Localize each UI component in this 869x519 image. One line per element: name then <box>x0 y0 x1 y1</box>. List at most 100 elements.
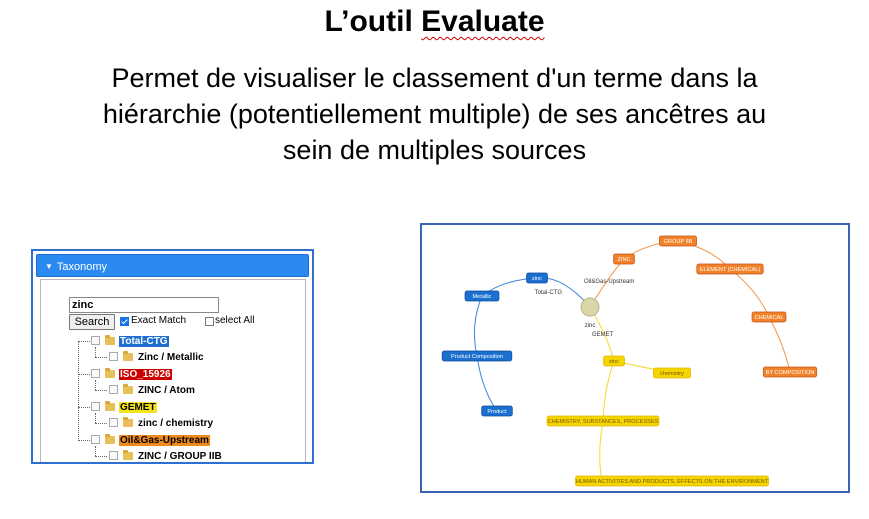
graph-node-label[interactable]: zinc <box>609 359 619 365</box>
folder-icon <box>105 335 115 345</box>
tree-root-label: Total-CTG <box>119 336 169 347</box>
tree-branch-line <box>78 440 90 441</box>
graph-node-label[interactable]: HUMAN ACTIVITIES AND PRODUCTS, EFFECTS O… <box>576 479 769 485</box>
node-checkbox[interactable] <box>109 352 118 361</box>
tree-root-node[interactable]: Oil&Gas-Upstream <box>91 434 210 447</box>
center-label[interactable]: GEMET <box>592 332 614 338</box>
tree-root-label: GEMET <box>119 402 157 413</box>
slide-subtitle: Permet de visualiser le classement d'un … <box>10 60 859 168</box>
center-label[interactable]: Total-CTG <box>535 290 563 296</box>
graph-node[interactable] <box>575 475 769 487</box>
tree-root-node[interactable]: Total-CTG <box>91 335 169 348</box>
node-checkbox[interactable] <box>109 385 118 394</box>
tree-child-branch-line <box>95 390 107 391</box>
node-checkbox[interactable] <box>91 402 100 411</box>
graph-node[interactable] <box>659 235 697 247</box>
tree-child-line <box>95 380 96 390</box>
search-input[interactable]: zinc <box>69 297 219 313</box>
graph-node[interactable] <box>751 311 787 323</box>
tree-child-branch-line <box>95 456 107 457</box>
tree-root-label: Oil&Gas-Upstream <box>119 435 210 446</box>
title-word: Evaluate <box>421 5 545 38</box>
taxonomy-header-label: Taxonomy <box>56 261 108 273</box>
node-checkbox[interactable] <box>109 418 118 427</box>
node-checkbox[interactable] <box>91 435 100 444</box>
exact-match-label: Exact Match <box>131 315 187 326</box>
graph-node[interactable] <box>696 263 764 275</box>
graph-node[interactable] <box>613 253 635 265</box>
graph-node[interactable] <box>464 290 500 302</box>
tree-branch-line <box>78 341 90 342</box>
graph-node[interactable] <box>441 350 513 362</box>
tree-child-node[interactable]: ZINC / Atom <box>109 384 196 397</box>
node-checkbox[interactable] <box>109 451 118 460</box>
subtitle-line-2: hiérarchie (potentiellement multiple) de… <box>102 99 767 129</box>
graph-node-label[interactable]: CHEMICAL <box>755 315 784 321</box>
tree-child-branch-line <box>95 357 107 358</box>
tree-box <box>40 279 306 462</box>
tree-child-label: ZINC / Atom <box>138 385 195 396</box>
select-all-checkbox[interactable] <box>205 317 214 326</box>
exact-match-checkbox[interactable] <box>120 317 129 326</box>
folder-icon <box>105 368 115 378</box>
node-checkbox[interactable] <box>91 336 100 345</box>
graph-node-label[interactable]: GROUP IIB <box>664 239 693 245</box>
graph-node-label[interactable]: Product Composition <box>451 354 503 360</box>
search-button[interactable]: Search <box>69 314 115 330</box>
tree-child-label: zinc / chemistry <box>138 418 214 429</box>
tree-child-node[interactable]: ZINC / GROUP IIB <box>109 450 223 462</box>
tree-child-line <box>95 347 96 357</box>
tree-root-node[interactable]: GEMET <box>91 401 157 414</box>
center-label[interactable]: Oil&Gas-Upstream <box>584 279 634 285</box>
graph-canvas[interactable]: Total-CTGOil&Gas-UpstreamzincGEMETzincMe… <box>422 225 848 491</box>
center-label[interactable]: zinc <box>585 323 596 329</box>
edge-line <box>602 360 615 422</box>
graph-node-label[interactable]: Product <box>487 409 507 415</box>
tree-child-branch-line <box>95 423 107 424</box>
folder-icon <box>123 384 133 394</box>
folder-icon <box>105 434 115 444</box>
edge-line <box>768 316 791 373</box>
graph-node-label[interactable]: CHEMISTRY, SUBSTANCES, PROCESSES <box>548 419 659 425</box>
center-node[interactable] <box>580 297 600 317</box>
folder-icon <box>105 401 115 411</box>
tree-child-line <box>95 413 96 423</box>
graph-node-label[interactable]: Metallic <box>473 294 492 300</box>
tree-child-label: ZINC / GROUP IIB <box>138 451 222 462</box>
graph-node-label[interactable]: BY COMPOSITION <box>766 370 815 376</box>
node-checkbox[interactable] <box>91 369 100 378</box>
folder-icon <box>123 417 133 427</box>
tree-connector-line <box>78 342 79 441</box>
graph-node-label[interactable]: zinc <box>532 276 542 282</box>
taxonomy-panel: ▼Taxonomy zinc Search Exact Match select… <box>31 249 314 464</box>
graph-node[interactable] <box>762 366 818 378</box>
tree-child-node[interactable]: Zinc / Metallic <box>109 351 205 364</box>
graph-node[interactable] <box>526 272 548 284</box>
graph-node[interactable] <box>653 367 691 379</box>
tree-branch-line <box>78 407 90 408</box>
subtitle-line-3: sein de multiples sources <box>282 135 587 165</box>
edge-line <box>729 268 770 318</box>
subtitle-line-1: Permet de visualiser le classement d'un … <box>111 63 758 93</box>
slide-title: L’outil Evaluate <box>0 2 869 42</box>
edge-line <box>473 295 483 357</box>
graph-node[interactable] <box>603 355 625 367</box>
folder-icon <box>123 450 133 460</box>
tree-child-node[interactable]: zinc / chemistry <box>109 417 214 430</box>
tree-child-line <box>95 446 96 456</box>
graph-node[interactable] <box>481 405 513 417</box>
graph-node-label[interactable]: ZINC <box>617 257 630 263</box>
edge-line <box>476 355 498 412</box>
edge-line <box>599 420 604 482</box>
graph-node-label[interactable]: ELEMENT (CHEMICAL) <box>700 267 761 273</box>
folder-icon <box>123 351 133 361</box>
tree-root-node[interactable]: ISO_15926 <box>91 368 172 381</box>
graph-node-label[interactable]: chemistry <box>660 371 684 377</box>
tree-branch-line <box>78 374 90 375</box>
tree-root-label: ISO_15926 <box>119 369 172 380</box>
select-all-label: select All <box>215 315 255 326</box>
taxonomy-header[interactable]: ▼Taxonomy <box>36 254 309 277</box>
caret-down-icon: ▼ <box>45 262 53 271</box>
graph-node[interactable] <box>546 415 660 427</box>
